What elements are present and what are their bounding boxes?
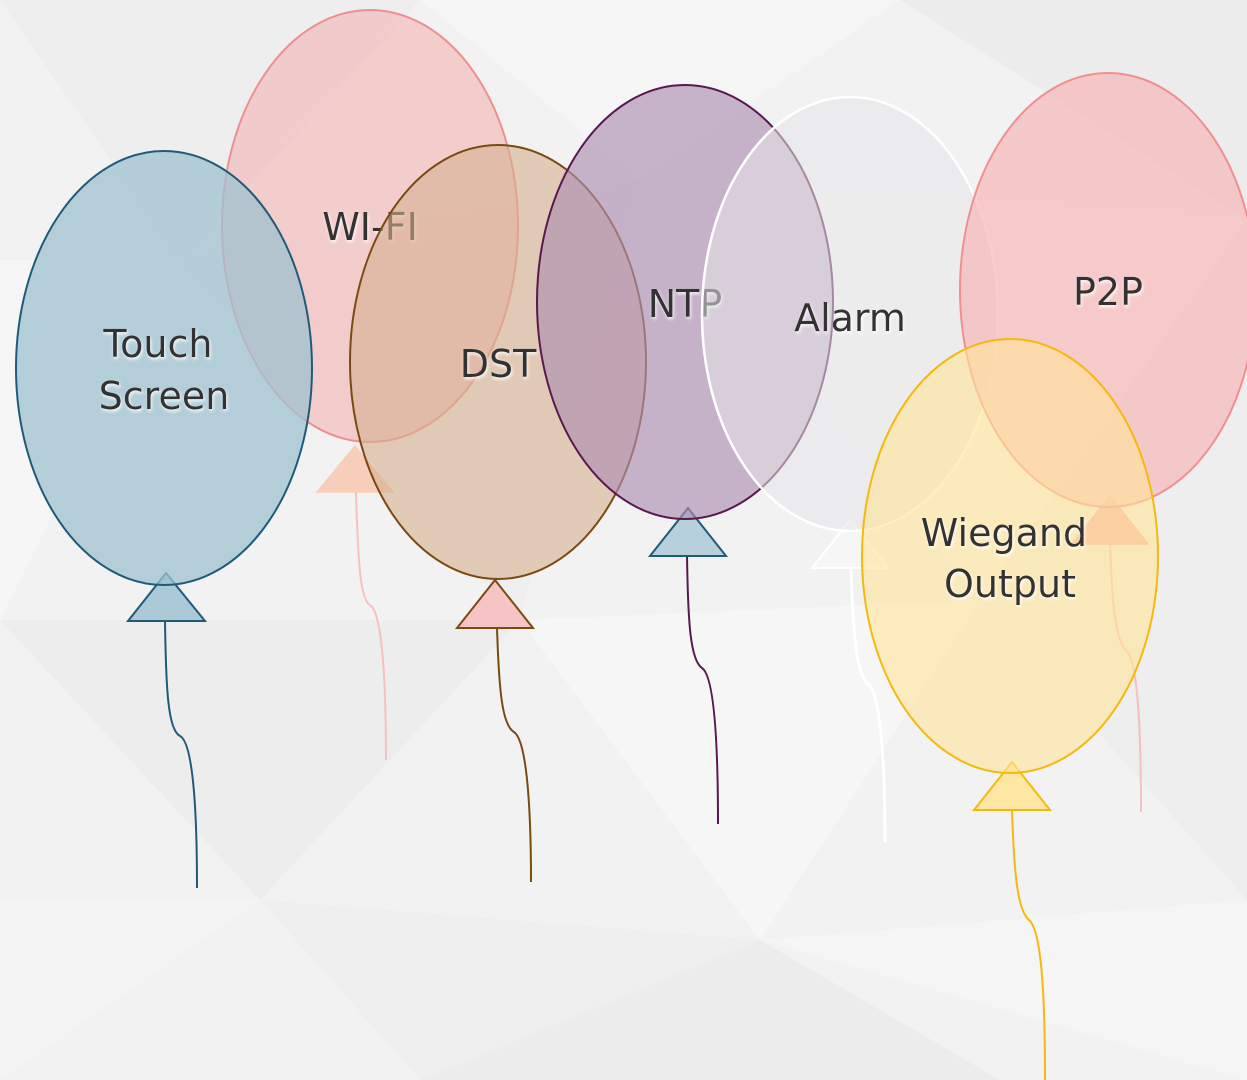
- balloon-touch-screen-string: [164, 620, 198, 889]
- balloon-touch-screen-body: [15, 150, 313, 586]
- balloon-dst-string: [496, 627, 532, 883]
- balloon-wifi-string: [355, 491, 387, 761]
- balloon-dst-label: DST: [460, 342, 537, 386]
- balloon-touch-screen-label: Touch Screen: [99, 322, 230, 418]
- balloon-wiegand-output-knot: [971, 760, 1053, 811]
- balloon-alarm-label: Alarm: [794, 296, 906, 340]
- balloon-touch-screen: Touch Screen: [15, 150, 313, 889]
- balloon-wiegand-output: Wiegand Output: [861, 338, 1159, 1080]
- balloon-dst-knot: [454, 578, 536, 629]
- balloon-alarm-string: [849, 567, 887, 843]
- balloon-wiegand-output-body: [861, 338, 1159, 774]
- balloon-ntp-string: [686, 555, 719, 825]
- balloon-wiegand-output-string: [1011, 809, 1046, 1080]
- balloon-wiegand-output-label: Wiegand Output: [921, 511, 1099, 606]
- balloon-p2p-label: P2P: [1073, 270, 1143, 314]
- balloon-touch-screen-knot: [125, 571, 208, 622]
- balloon-ntp-knot: [647, 506, 729, 557]
